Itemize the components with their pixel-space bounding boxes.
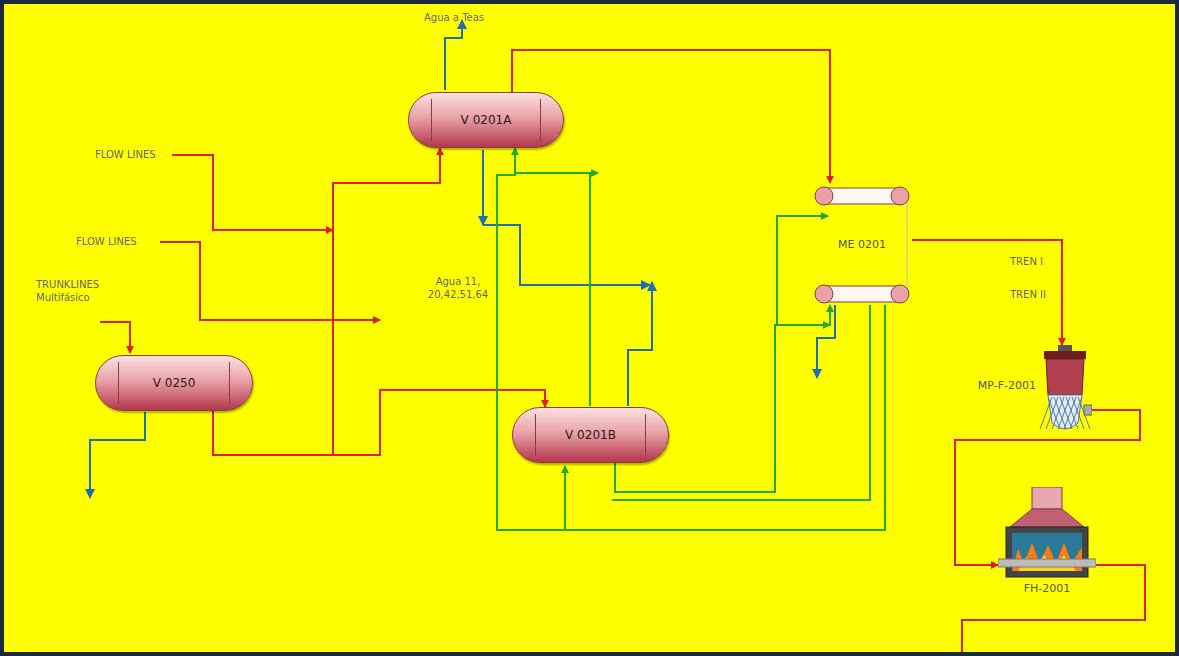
mesh-stroke — [1066, 397, 1078, 429]
exchanger-body — [815, 187, 909, 303]
separator-vessel: V 0250 — [95, 355, 253, 411]
water-line — [90, 412, 145, 498]
filter-symbol — [1038, 345, 1092, 435]
flow-line — [160, 242, 380, 320]
annotation: TREN I — [1010, 256, 1043, 269]
filter: MP-F-2001 — [1038, 345, 1092, 435]
vessel-band — [118, 362, 119, 404]
shape — [1006, 527, 1088, 577]
filter-mesh — [1040, 397, 1090, 429]
annotation: FLOW LINES — [95, 149, 156, 162]
equipment-tag: FH-2001 — [1024, 582, 1071, 595]
oil-line — [777, 216, 828, 325]
shape — [1084, 405, 1092, 415]
process-connector — [213, 390, 545, 455]
trunkline — [100, 322, 130, 353]
mesh-stroke — [1052, 397, 1064, 429]
shape — [1058, 345, 1072, 351]
oil-line — [564, 466, 566, 530]
equipment-tag: MP-F-2001 — [978, 379, 1036, 392]
heat-exchanger: ME 0201 — [812, 183, 912, 305]
oil-line — [589, 173, 591, 406]
vessel-band — [229, 362, 230, 404]
fired-heater: FH-2001 — [998, 487, 1096, 581]
separator-vessel: V 0201A — [408, 92, 564, 148]
shape — [1046, 359, 1084, 395]
shape — [1048, 395, 1082, 429]
oil-line — [515, 172, 598, 174]
shape — [998, 559, 1096, 567]
annotation: Agua 11, 20,42,51,64 — [410, 276, 506, 301]
process-connector — [912, 240, 1062, 345]
shape — [1010, 509, 1084, 527]
equipment-tag: V 0201A — [461, 113, 512, 127]
annotation: TRUNKLINES Multifásico — [36, 279, 106, 304]
water-line — [445, 20, 462, 90]
water-line — [817, 305, 835, 378]
mesh-stroke — [1040, 397, 1052, 429]
process-connector — [213, 148, 440, 455]
vessel-band — [431, 99, 432, 141]
flow-line — [172, 155, 333, 230]
vessel-band — [645, 414, 646, 456]
water-line — [482, 150, 484, 225]
shape — [1032, 487, 1062, 509]
vessel-band — [535, 414, 536, 456]
process-connector — [615, 305, 830, 492]
mesh-stroke — [1046, 397, 1058, 429]
shape — [1044, 351, 1086, 359]
heater-outlet — [962, 565, 1145, 656]
oil-line — [612, 305, 870, 500]
heater-symbol — [998, 487, 1096, 581]
annotation: FLOW LINES — [76, 236, 137, 249]
equipment-tag: V 0250 — [153, 376, 196, 390]
equipment-tag: ME 0201 — [838, 238, 886, 251]
vessel-band — [540, 99, 541, 141]
annotation: Agua a Teas — [424, 12, 484, 25]
separator-vessel: V 0201B — [512, 407, 669, 463]
equipment-tag: V 0201B — [565, 428, 616, 442]
mesh-stroke — [1072, 397, 1084, 429]
annotation: TREN II — [1010, 289, 1046, 302]
water-line — [628, 282, 652, 406]
water-line — [483, 225, 650, 285]
process-connector — [497, 148, 885, 530]
